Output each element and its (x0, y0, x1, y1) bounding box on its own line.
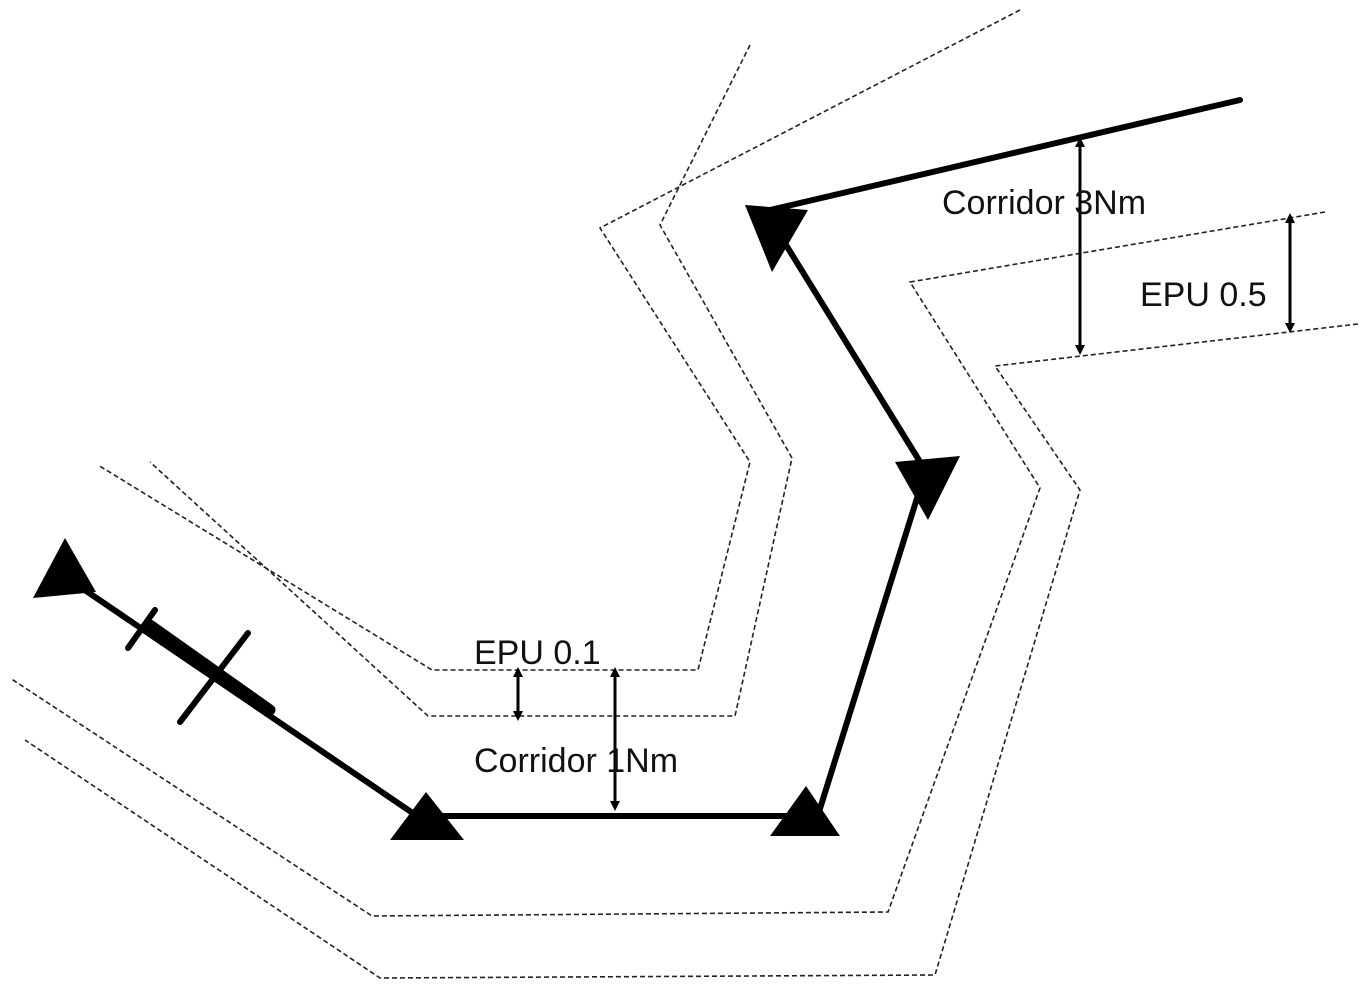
inner-epu-boundary-upper (150, 45, 792, 716)
corridor-3nm-label: Corridor 3Nm (942, 184, 1146, 222)
waypoint-triangle (770, 786, 840, 836)
outer-corridor-boundary-lower (25, 324, 1358, 978)
route-leg (818, 495, 918, 815)
waypoint-triangle (895, 456, 960, 520)
epu-01-label: EPU 0.1 (474, 634, 601, 672)
aircraft-wing (180, 633, 248, 722)
inner-epu-boundary-lower (10, 212, 1325, 916)
corridor-1nm-label: Corridor 1Nm (474, 742, 678, 780)
waypoint-triangle (33, 538, 96, 598)
epu-05-label: EPU 0.5 (1140, 276, 1267, 314)
outer-corridor-boundary-upper (98, 10, 1020, 670)
aircraft-fuselage (150, 625, 270, 710)
route-leg (778, 232, 930, 478)
